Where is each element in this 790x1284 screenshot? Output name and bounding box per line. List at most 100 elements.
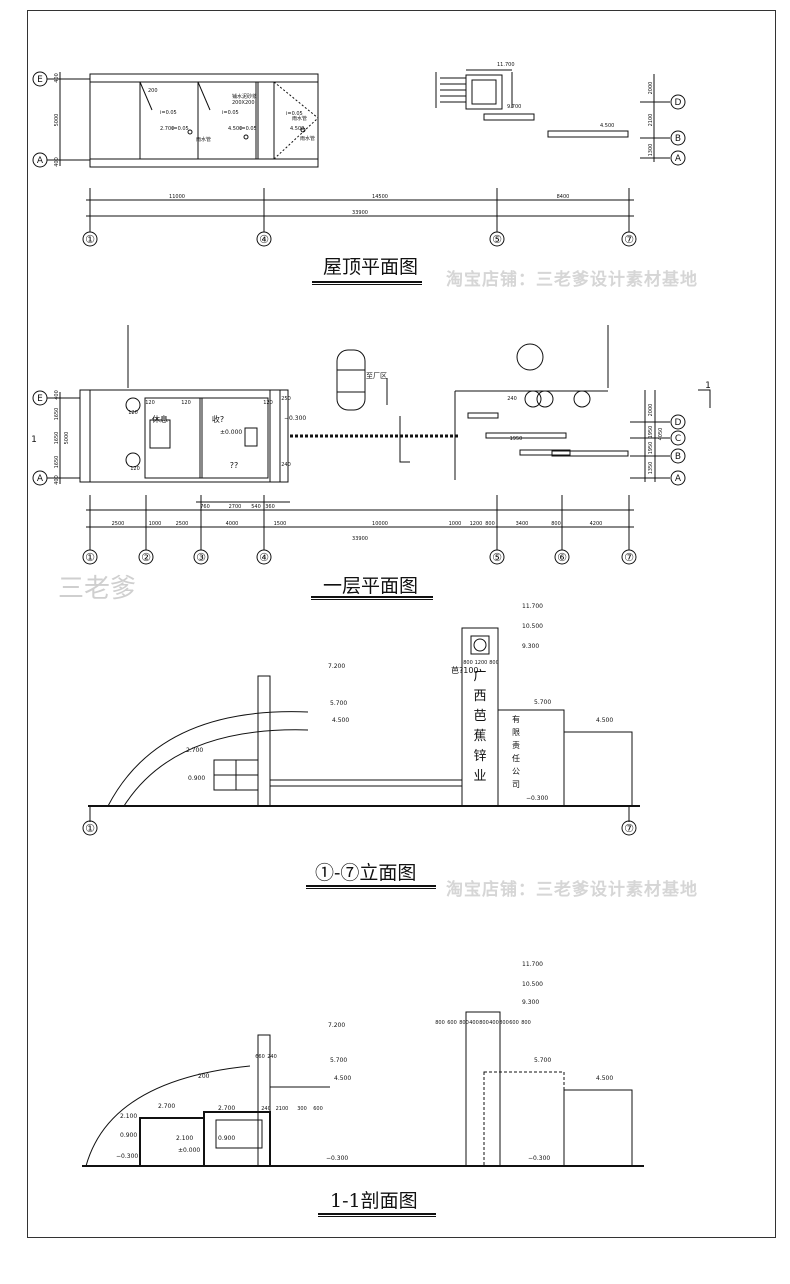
level-label: i=0.05 <box>172 126 189 132</box>
axis-bubble-4 <box>256 549 272 565</box>
brand-watermark: 三老爹 <box>58 574 137 604</box>
axis-bubble-E <box>32 71 48 87</box>
dimension-label: 4000 <box>226 521 239 527</box>
axis-bubble-B <box>670 448 686 464</box>
axis-bubble-B <box>670 130 686 146</box>
axis-label: E <box>37 75 43 85</box>
dimension-label: 1300 <box>648 144 654 157</box>
axis-bubble-D <box>670 414 686 430</box>
level-label: 200 <box>198 1073 210 1080</box>
level-label: −0.300 <box>526 795 548 802</box>
axis-label: ⑦ <box>624 822 634 835</box>
dimension-label: 120 <box>130 466 140 472</box>
dimension-label: 800 <box>435 1020 445 1026</box>
axis-label: ⑤ <box>492 233 502 246</box>
level-label: i=0.05 <box>160 110 177 116</box>
axis-bubble-C <box>670 430 686 446</box>
dimension-label: 800 <box>485 521 495 527</box>
dimension-label: 300 <box>297 1106 307 1112</box>
dimension-label: 4200 <box>590 521 603 527</box>
title-section: 1-1剖面图 <box>330 1190 418 1212</box>
level-label: 5.700 <box>330 700 347 707</box>
axis-label: B <box>675 452 681 462</box>
dimension-label: 1650 <box>54 456 60 469</box>
level-label: 5.700 <box>534 1057 551 1064</box>
sign-character: 有 <box>512 714 520 724</box>
level-label: i=0.05 <box>222 110 239 116</box>
title-roof-plan: 屋顶平面图 <box>323 256 419 278</box>
axis-bubble-4 <box>256 231 272 247</box>
axis-label: ⑤ <box>492 551 502 564</box>
level-label: 4.500 <box>596 1075 613 1082</box>
dimension-label: 2700 <box>229 504 242 510</box>
dimension-label: 800 <box>551 521 561 527</box>
dimension-label: 760 <box>200 504 210 510</box>
level-label: 4.500 <box>332 717 349 724</box>
level-label: i=0.05 <box>286 111 303 117</box>
dimension-label: 360 <box>265 504 275 510</box>
arch-canopy <box>107 711 309 807</box>
level-label: 9.300 <box>522 643 539 650</box>
dimension-label: 540 <box>251 504 261 510</box>
axis-bubble-A-right <box>670 470 686 486</box>
level-label: 11.700 <box>497 62 515 68</box>
dimension-label: 33900 <box>352 210 368 216</box>
level-label: i=0.05 <box>240 126 257 132</box>
dimension-label: 1950 <box>648 442 654 455</box>
fence <box>269 779 463 807</box>
level-label: 10.500 <box>522 623 543 630</box>
axis-label: E <box>37 394 43 404</box>
dimension-label: 2000 <box>648 82 654 95</box>
level-label: −0.300 <box>326 1155 348 1162</box>
level-label: 11.700 <box>522 961 543 968</box>
dimension-label: 400 <box>469 1020 479 1026</box>
dimension-label: 120 <box>128 410 138 416</box>
dimension-label: 600 <box>313 1106 323 1112</box>
axis-label: D <box>675 418 682 428</box>
section-mark: 1 <box>31 435 37 445</box>
sign-character: 蕉 <box>473 729 486 744</box>
dimension-label: 800 <box>489 660 499 666</box>
level-label: 2.100 <box>120 1113 137 1120</box>
dimension-label: 240 <box>507 396 517 402</box>
axis-bubble-1 <box>82 231 98 247</box>
axis-label: ③ <box>196 551 206 564</box>
level-label: 雨水管 <box>292 115 307 122</box>
dimension-label: 4050 <box>658 428 664 441</box>
dimension-label: 120 <box>181 400 191 406</box>
level-label: 5.700 <box>330 1057 347 1064</box>
section-1-1 <box>82 1011 644 1167</box>
axis-bubble-1 <box>82 820 98 836</box>
dimension-label: 240 <box>267 1054 277 1060</box>
building-right <box>497 709 565 807</box>
shop-watermark: 淘宝店铺：三老爹设计素材基地 <box>446 880 698 900</box>
section-mark: 1 <box>705 381 711 391</box>
dimension-label: 1950 <box>510 436 523 442</box>
level-label: ±0.000 <box>220 429 242 436</box>
sign-character: 司 <box>512 780 520 789</box>
ground-floor-plan <box>32 325 711 565</box>
axis-label: ① <box>85 551 95 564</box>
axis-label: A <box>675 474 682 484</box>
level-label: 4.500 <box>334 1075 351 1082</box>
dimension-label: 800 <box>479 1020 489 1026</box>
dimension-label: 1200 <box>470 521 483 527</box>
dimension-label: 1000 <box>449 521 462 527</box>
sign-character: 芭 <box>473 709 486 724</box>
axis-label: ⑥ <box>557 551 567 564</box>
dimension-label: 5000 <box>54 114 60 127</box>
level-label: 9.700 <box>507 104 521 110</box>
axis-label: A <box>37 474 44 484</box>
axis-bubble-D <box>670 94 686 110</box>
dimension-label: 800 <box>459 1020 469 1026</box>
arch-section <box>85 1065 251 1167</box>
level-label: 11.700 <box>522 603 543 610</box>
axis-bubble-E <box>32 390 48 406</box>
dimension-label: 400 <box>54 73 60 83</box>
level-label: 2.100 <box>176 1135 193 1142</box>
dimension-label: 600 <box>447 1020 457 1026</box>
roof-outline <box>89 73 319 168</box>
note-label: 200X200 <box>232 100 255 106</box>
dimension-label: 800 <box>521 1020 531 1026</box>
